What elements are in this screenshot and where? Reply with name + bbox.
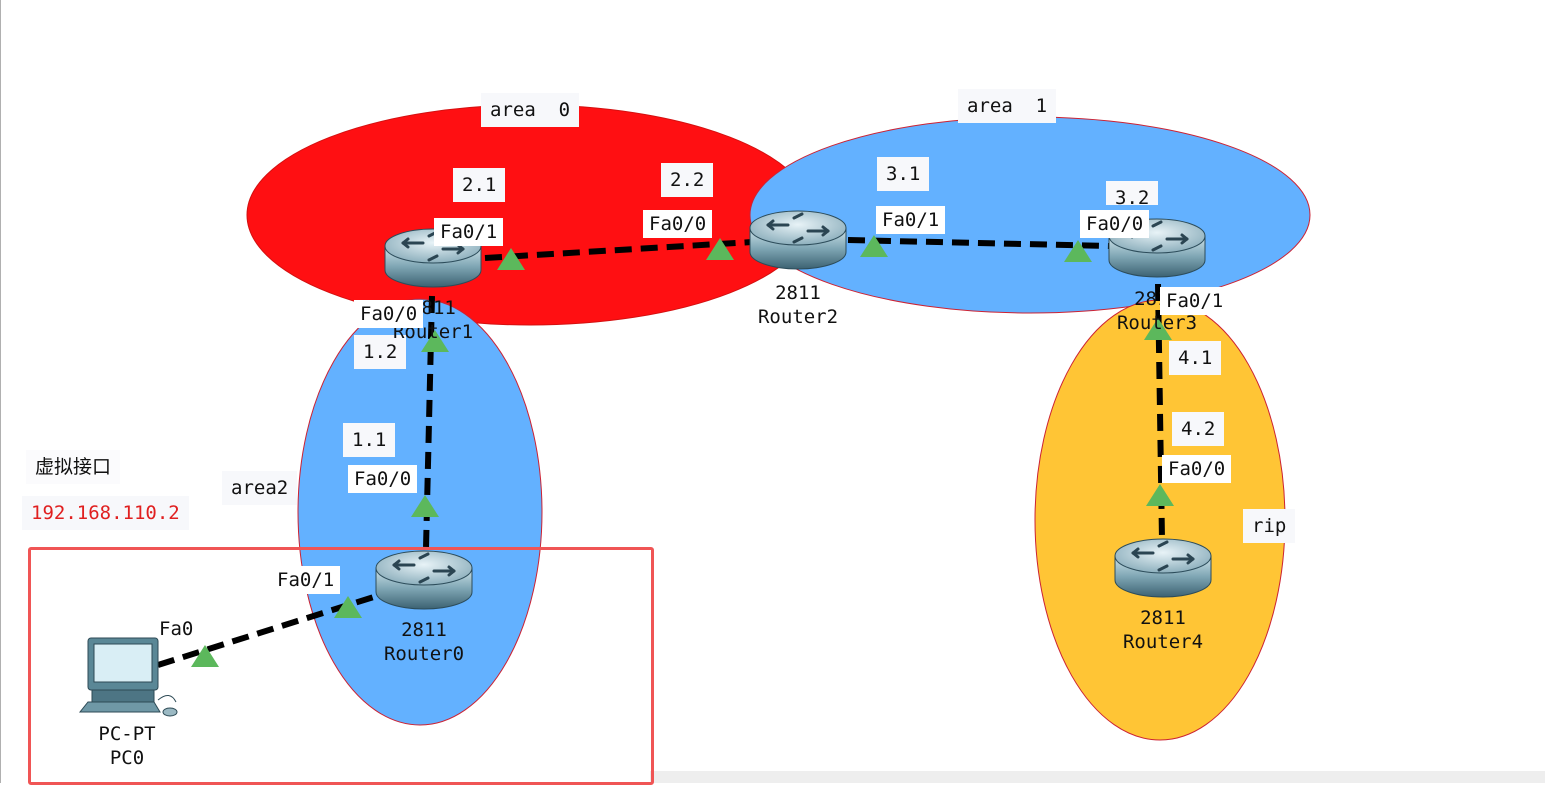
link-up-triangle-icon <box>191 645 219 667</box>
ip-note-1-2: 1.2 <box>354 335 407 369</box>
link-up-triangle-icon <box>1146 484 1174 506</box>
virtual-interface-ip: 192.168.110.2 <box>22 496 189 530</box>
virtual-interface-title: 虚拟接口 <box>26 450 121 484</box>
ip-note-3-2: 3.2 <box>1106 181 1159 205</box>
router2-model: 2811 <box>775 282 821 304</box>
router2-name: Router2 <box>757 306 839 328</box>
router4-port-fa0-0: Fa0/0 <box>1162 455 1232 483</box>
pc0-port-fa0: Fa0 <box>159 618 194 640</box>
link-up-triangle-icon <box>1064 240 1092 262</box>
area1-label: area 1 <box>958 89 1057 123</box>
rip-label: rip <box>1243 509 1296 543</box>
router-icon[interactable] <box>1113 537 1213 599</box>
link-up-triangle-icon <box>411 495 439 517</box>
ip-note-4-2: 4.2 <box>1172 412 1225 446</box>
link-up-triangle-icon <box>860 235 888 257</box>
router1-port-fa0-0: Fa0/0 <box>354 300 424 328</box>
canvas-bottom-strip <box>650 771 1545 783</box>
router2-port-fa0-1: Fa0/1 <box>876 206 946 234</box>
router4-label: 2811 Router4 <box>1093 606 1233 654</box>
router0-label: 2811 Router0 <box>354 618 494 666</box>
link-up-triangle-icon <box>421 330 449 352</box>
router0-port-fa0-1: Fa0/1 <box>271 566 341 594</box>
area0-label: area 0 <box>481 93 580 127</box>
router2-port-fa0-0: Fa0/0 <box>643 210 713 238</box>
link-up-triangle-icon <box>706 238 734 260</box>
link-up-triangle-icon <box>497 248 525 270</box>
router4-name: Router4 <box>1122 631 1204 653</box>
router0-port-fa0-0: Fa0/0 <box>348 465 418 493</box>
selection-rectangle[interactable] <box>28 547 654 785</box>
pc0-label: PC-PT PC0 <box>57 722 197 770</box>
pc0-model: PC-PT <box>98 723 156 745</box>
router3-port-fa0-0: Fa0/0 <box>1080 210 1150 238</box>
pc-icon[interactable] <box>78 637 178 717</box>
router-icon[interactable] <box>748 209 848 271</box>
canvas-left-border <box>0 0 1 783</box>
router3-name: Router3 <box>1116 312 1198 334</box>
link-router2-router3[interactable] <box>847 237 1111 249</box>
router0-model: 2811 <box>401 619 447 641</box>
pc0-name: PC0 <box>109 747 145 769</box>
ip-note-2-1: 2.1 <box>453 168 506 202</box>
link-router1-router2[interactable] <box>484 239 753 261</box>
ip-note-1-1: 1.1 <box>343 423 396 457</box>
ip-note-4-1: 4.1 <box>1169 341 1222 375</box>
ip-note-2-2: 2.2 <box>661 163 714 197</box>
router2-label: 2811 Router2 <box>728 281 868 329</box>
ip-note-3-1: 3.1 <box>877 157 930 191</box>
link-up-triangle-icon <box>1144 318 1172 340</box>
router1-port-fa0-1: Fa0/1 <box>434 218 504 246</box>
router3-port-fa0-1: Fa0/1 <box>1160 287 1230 315</box>
router0-name: Router0 <box>383 643 465 665</box>
link-up-triangle-icon <box>334 596 362 618</box>
router4-model: 2811 <box>1140 607 1186 629</box>
area2-label: area2 <box>222 471 298 505</box>
